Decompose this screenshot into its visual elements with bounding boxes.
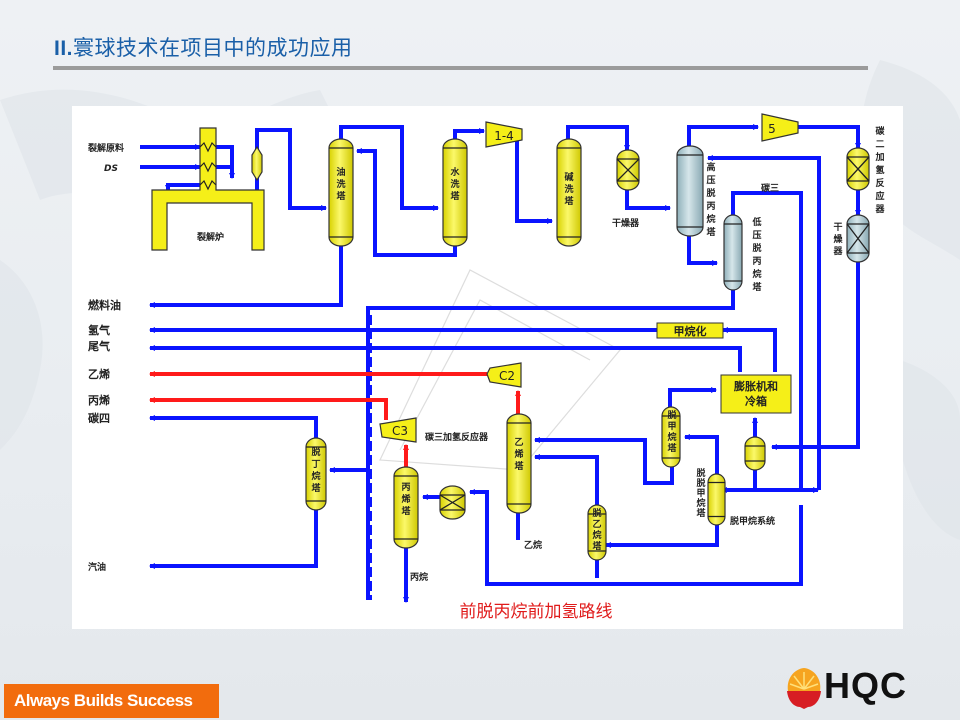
demethanizer (661, 406, 681, 468)
c3-reactor-label: 碳三加氢反应器 (425, 431, 489, 443)
deethanizer-label: 脱乙烷塔 (592, 507, 602, 552)
compressor-c3-label: C3 (392, 424, 408, 438)
compressor-1-4-label: 1-4 (494, 129, 514, 143)
dryer-1 (616, 149, 640, 191)
catalyst-bed-icon (846, 223, 870, 254)
dryer-1-label: 干燥器 (612, 217, 640, 229)
product-label-1: 氢气 (88, 323, 110, 337)
oil-wash-tower (328, 138, 354, 247)
product-label-0: 燃料油 (87, 298, 121, 312)
catalyst-bed-icon (616, 158, 640, 182)
coldbox-feed-drum (744, 436, 766, 471)
demethanizer-label: 脱甲烷塔 (667, 409, 677, 454)
title-divider (53, 66, 868, 70)
ethane-label: 乙烷 (524, 539, 542, 551)
product-label-6: 汽油 (88, 561, 106, 573)
lp-depropanizer (723, 214, 743, 291)
ethylene-tower (506, 413, 532, 514)
c2-hydro-reactor (846, 147, 870, 191)
pre-demethanizer-label: 脱脱甲烷塔 (696, 467, 706, 519)
compressor-c3: C3 (379, 417, 417, 443)
slide-title-number: II. (54, 37, 74, 60)
compressor-5-label: 5 (768, 122, 776, 136)
propane-label: 丙烷 (410, 571, 428, 583)
cracking-furnace (151, 127, 265, 251)
product-label-5: 碳四 (88, 411, 110, 425)
furnace-label: 裂解炉 (196, 231, 224, 243)
pre-demethanizer (707, 473, 726, 526)
feed-label: 裂解原料 (87, 142, 124, 154)
product-pipe-network (149, 371, 521, 467)
compressor-c2: C2 (486, 362, 522, 388)
vertical-labels: 油洗塔 水洗塔 碱洗塔 高压脱丙烷塔低压脱丙烷塔 碳二加氢反应器干燥器脱丁烷塔丙烯塔 乙烯… (311, 125, 885, 552)
propylene-tower-label: 丙烯塔 (401, 482, 411, 517)
quench-exchanger-icon (251, 145, 263, 182)
compressor-c2-label: C2 (499, 369, 515, 383)
caustic-wash-label: 碱洗塔 (564, 171, 574, 207)
coldbox-label-line1: 膨胀机和 (733, 379, 778, 393)
ethylene-tower-label: 乙烯塔 (514, 437, 524, 472)
expander-coldbox: 膨胀机和 冷箱 (720, 374, 792, 414)
c3-stream-label: 碳三 (761, 182, 779, 194)
debutanizer-label: 脱丁烷塔 (311, 446, 321, 494)
hp-depropanizer (676, 145, 704, 237)
slide-title-text: 寰球技术在项目中的成功应用 (73, 36, 353, 60)
slide-title: II.寰球技术在项目中的成功应用 (54, 32, 353, 62)
furnace-coil-icon (199, 141, 217, 191)
hqc-logo: HQC (784, 663, 944, 711)
deethanizer (587, 504, 607, 561)
propylene-tower (393, 466, 419, 549)
coldbox-label-line2: 冷箱 (745, 394, 767, 408)
water-wash-tower (442, 138, 468, 247)
compressor-1-4: 1-4 (485, 121, 523, 148)
catalyst-bed-icon (439, 494, 466, 511)
methanation-label: 甲烷化 (674, 324, 707, 338)
catalyst-bed-icon (846, 156, 870, 182)
c3-hydro-reactor (439, 485, 466, 520)
methanation-unit: 甲烷化 (656, 322, 724, 339)
vessels (305, 138, 870, 561)
c2-hydro-reactor-label: 碳二加氢反应器 (874, 125, 885, 215)
demethanizer-system-label: 脱甲烷系统 (730, 515, 775, 527)
process-flow-diagram: 1-4 5 C2 C3 甲烷化 膨胀机和 冷箱 裂解原料 DS 裂解炉 干燥器 … (72, 106, 903, 629)
product-label-4: 丙烯 (88, 393, 110, 407)
logo-text: HQC (824, 665, 907, 706)
oil-wash-label: 油洗塔 (336, 166, 346, 202)
product-label-2: 尾气 (87, 339, 110, 353)
water-wash-label: 水洗塔 (450, 166, 460, 202)
lp-depropanizer-label: 低压脱丙烷塔 (751, 216, 762, 293)
product-label-3: 乙烯 (88, 367, 110, 381)
dryer-2-label: 干燥器 (832, 222, 843, 257)
caustic-wash-tower (556, 138, 582, 247)
slogan-badge: Always Builds Success (4, 684, 219, 718)
compressor-5: 5 (761, 113, 799, 142)
debutanizer (305, 437, 327, 511)
hp-depropanizer-label: 高压脱丙烷塔 (706, 161, 716, 238)
diagram-caption: 前脱丙烷前加氢路线 (460, 602, 613, 622)
ds-label: DS (104, 164, 118, 174)
process-flow-svg: 1-4 5 C2 C3 甲烷化 膨胀机和 冷箱 裂解原料 DS 裂解炉 干燥器 … (87, 113, 885, 622)
petrochina-flame-icon (787, 668, 821, 709)
dryer-2 (846, 214, 870, 263)
